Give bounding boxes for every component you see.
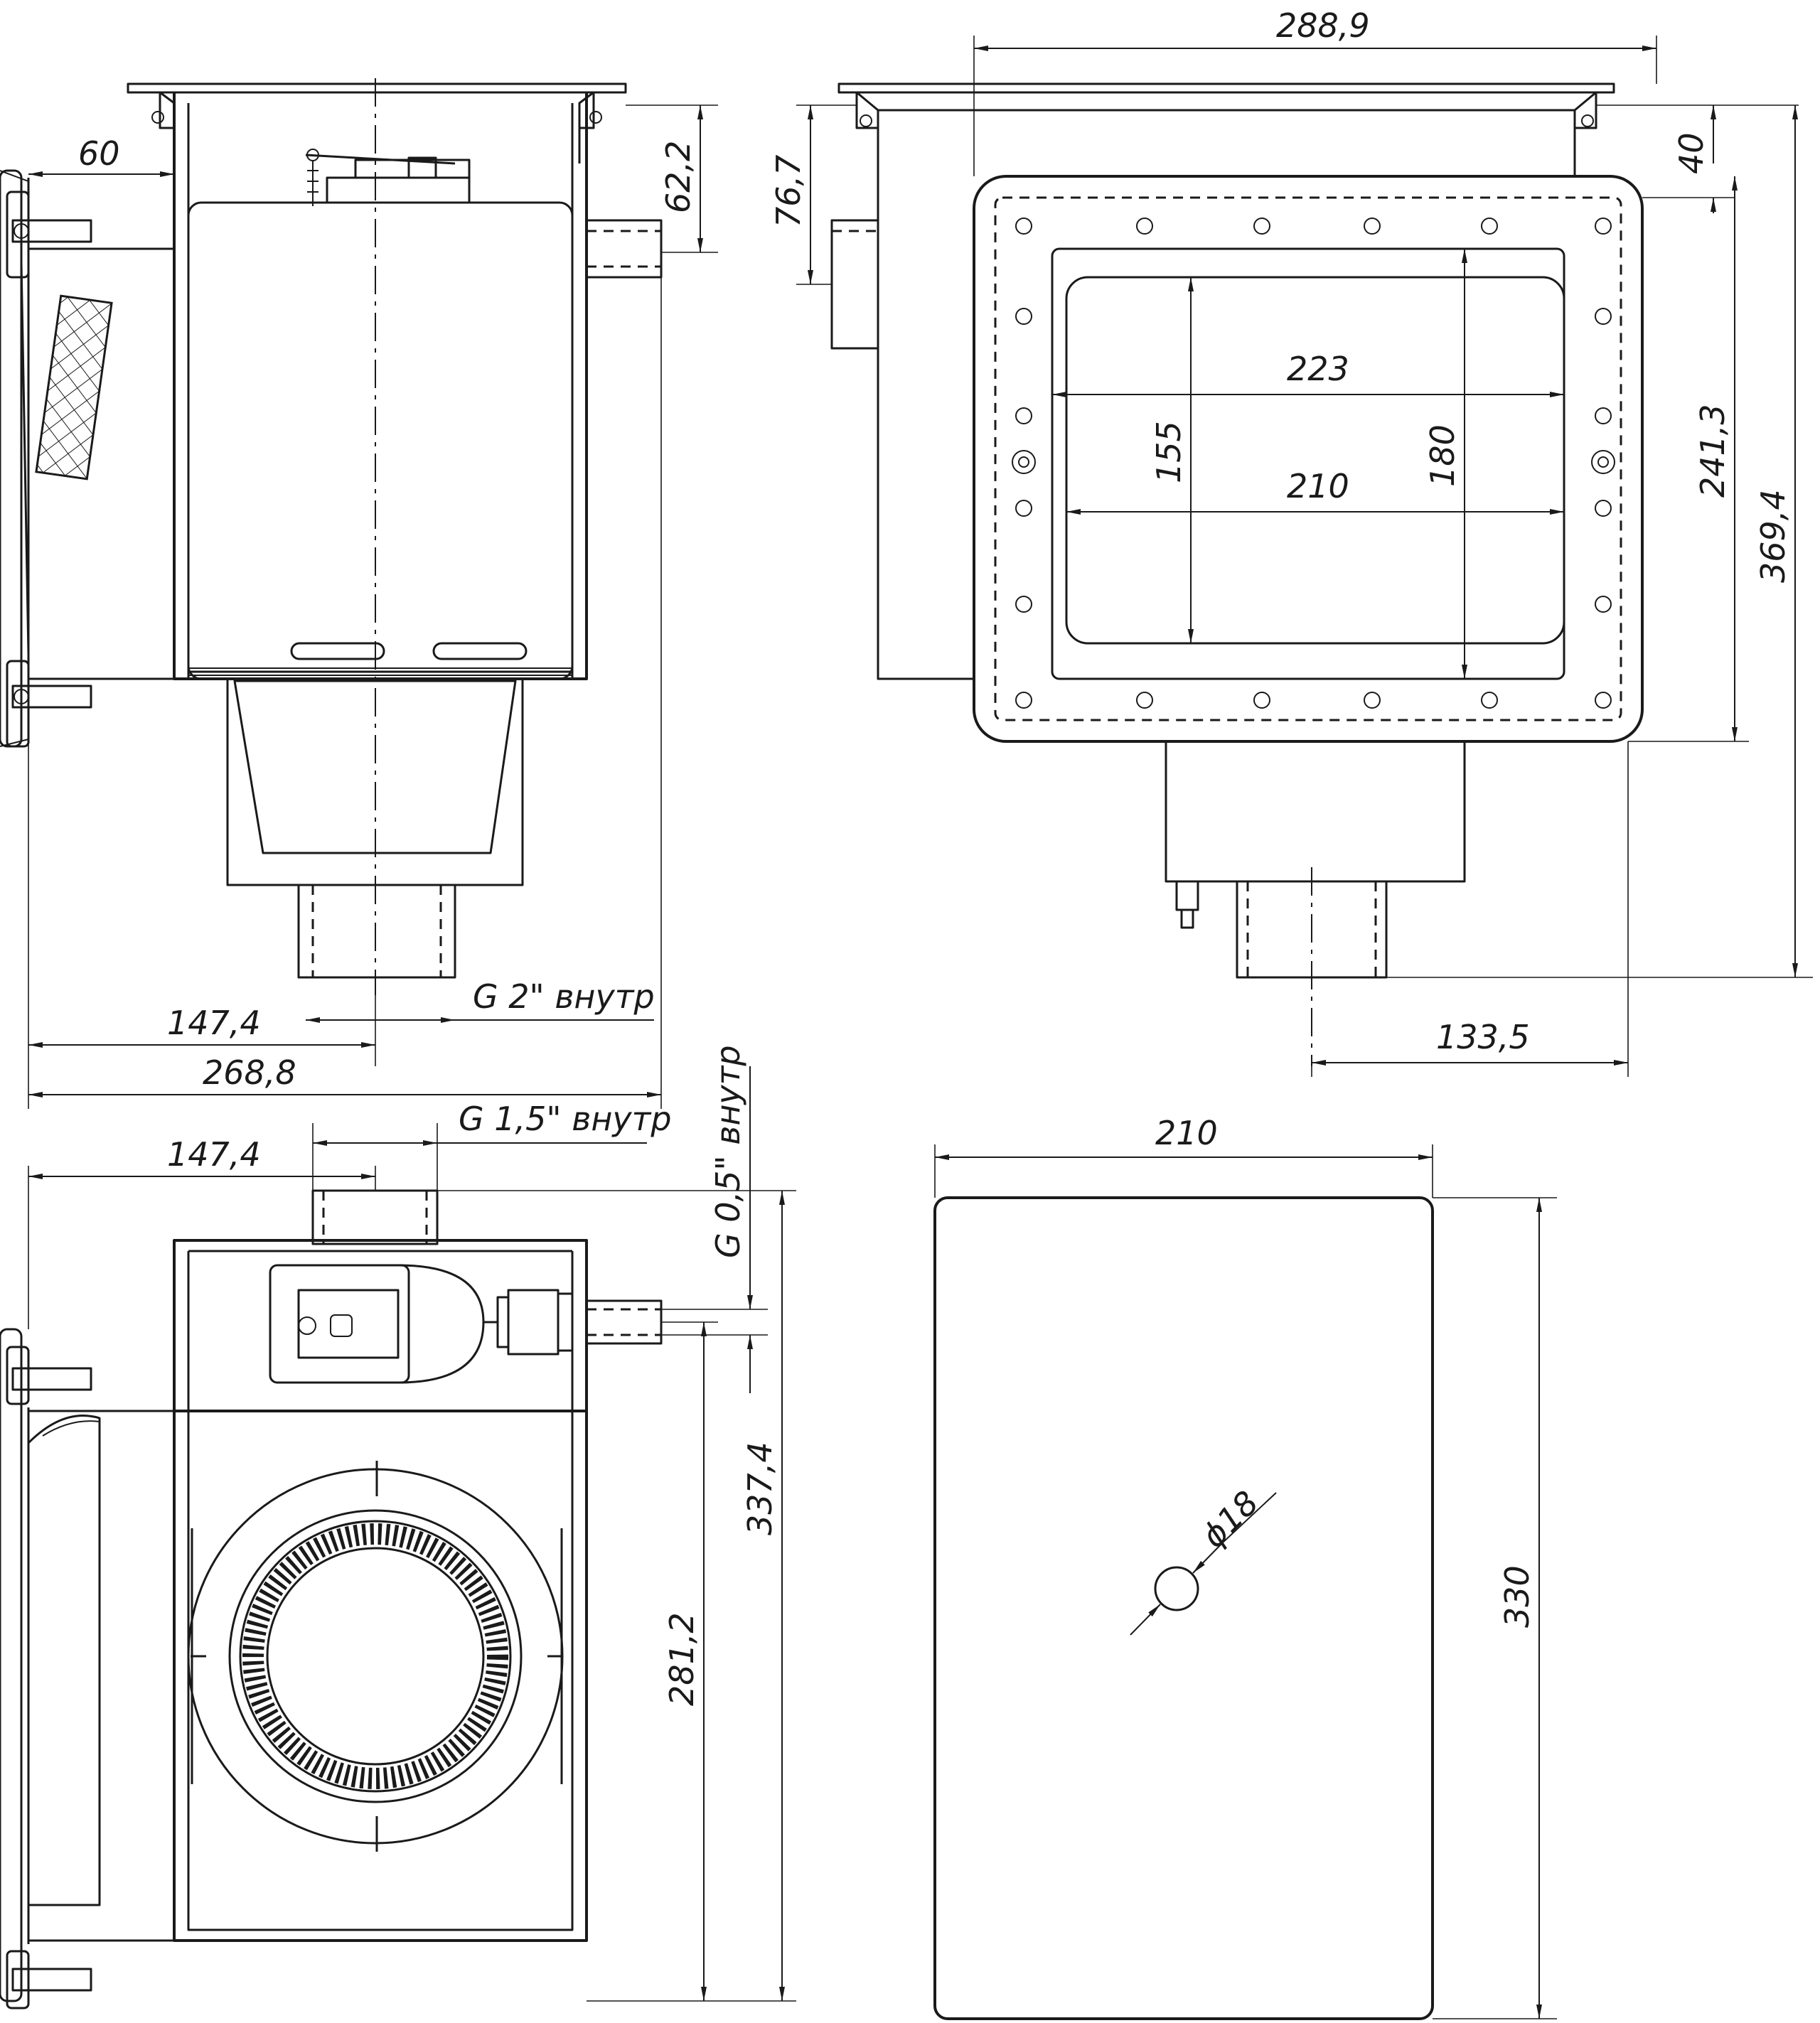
- dim-62-2: 62,2: [659, 141, 697, 213]
- dim-60: 60: [78, 134, 120, 173]
- dim-210-cover: 210: [1155, 1114, 1218, 1152]
- dim-281-2: 281,2: [663, 1612, 701, 1706]
- dim-369-4: 369,4: [1754, 489, 1792, 583]
- dim-hole-diameter: ϕ18: [1194, 1483, 1266, 1555]
- faceplate-holes: [1012, 218, 1615, 709]
- dim-337-4: 337,4: [741, 1442, 779, 1535]
- view-cover-plate: 210 330 ϕ18: [933, 1114, 1557, 2020]
- view-top: G 1,5" внутр 147,4 G 0,5" внутр 337,4 28…: [0, 1045, 796, 2009]
- dim-thread-0-5in: G 0,5" внутр: [709, 1045, 747, 1258]
- dim-147-4-bottom: 147,4: [167, 1135, 261, 1174]
- dim-210-inner: 210: [1287, 467, 1349, 505]
- dim-330: 330: [1498, 1565, 1536, 1628]
- dim-thread-1-5in: G 1,5" внутр: [459, 1100, 672, 1138]
- dim-76-7: 76,7: [769, 155, 808, 227]
- dim-133-5: 133,5: [1436, 1018, 1530, 1056]
- dim-180: 180: [1423, 424, 1462, 487]
- dim-288-9: 288,9: [1276, 6, 1370, 45]
- dim-155: 155: [1150, 421, 1188, 483]
- view-side-section: 60 62,2 147,4 G 2" внутр 268,8: [0, 78, 718, 1109]
- dim-241-3: 241,3: [1693, 404, 1732, 498]
- view-front: 288,9 76,7 40 223 210 155 180 241,3 369,…: [769, 6, 1813, 1077]
- dim-147-4-top: 147,4: [167, 1004, 261, 1042]
- dim-223: 223: [1287, 350, 1349, 388]
- dim-268-8: 268,8: [203, 1053, 296, 1092]
- strainer-spokes: [242, 1523, 508, 1789]
- dim-thread-2in: G 2" внутр: [473, 977, 655, 1016]
- dim-40: 40: [1672, 132, 1711, 174]
